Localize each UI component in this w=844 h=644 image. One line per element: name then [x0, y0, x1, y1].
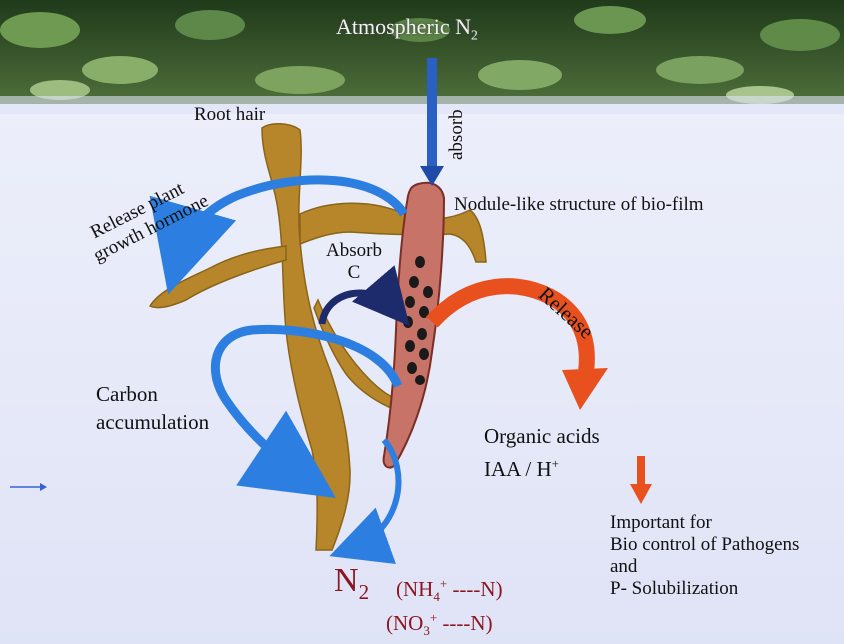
- importance-label: Important for Bio control of Pathogens a…: [610, 512, 799, 600]
- n2-main-label: N2: [334, 562, 369, 605]
- release-arrow: [432, 286, 608, 410]
- n2-release-arrow: [352, 440, 398, 548]
- absorb-c-label: Absorb C: [326, 240, 382, 284]
- absorb-vertical-label: absorb: [446, 109, 468, 160]
- nitrate-label: (NO3+ ----N): [386, 610, 493, 639]
- organic-acids-label: Organic acids IAA / H+: [484, 422, 600, 483]
- important-arrow: [630, 456, 652, 504]
- root-hair-label: Root hair: [194, 104, 265, 126]
- carbon-accumulation-label: Carbon accumulation: [96, 380, 209, 436]
- atmospheric-n2-label: Atmospheric N2: [336, 14, 478, 43]
- nodule-label: Nodule-like structure of bio-film: [454, 194, 704, 216]
- absorb-c-arrow: [322, 293, 396, 324]
- ammonium-label: (NH4+ ----N): [396, 576, 503, 605]
- left-small-arrow: [10, 483, 47, 491]
